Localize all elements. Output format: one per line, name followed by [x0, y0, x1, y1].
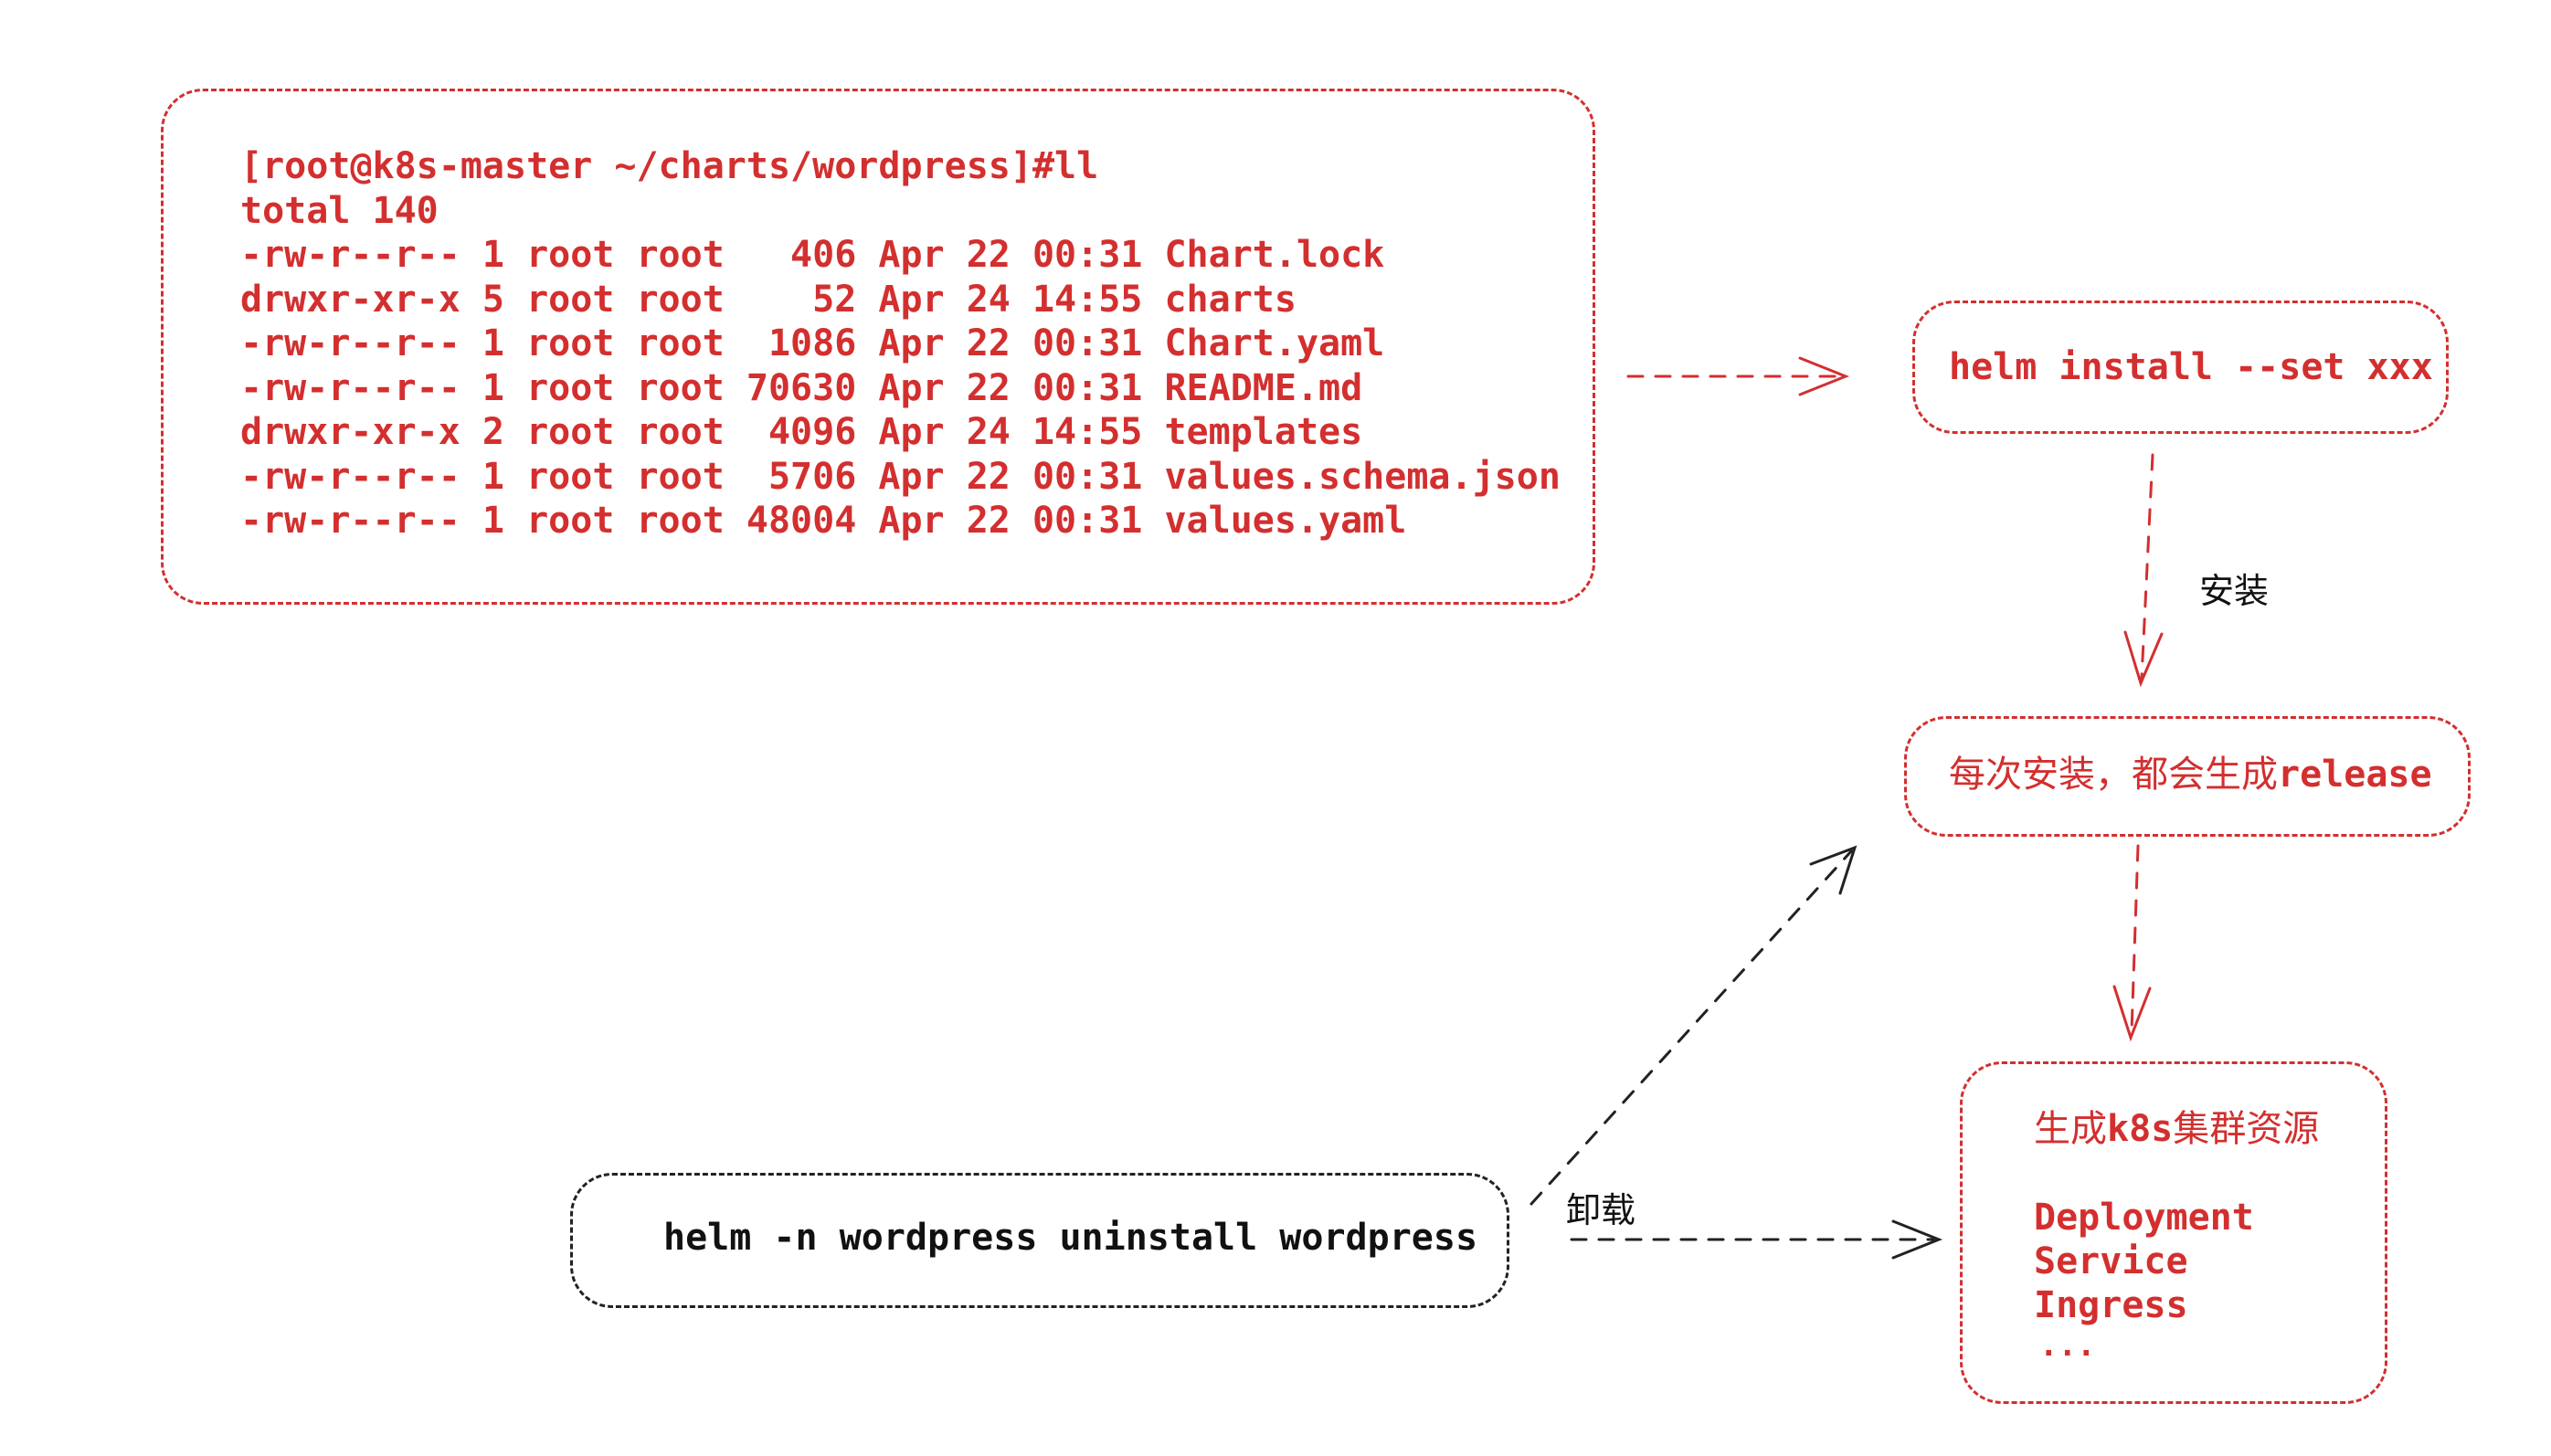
terminal-file-line: -rw-r--r-- 1 root root 406 Apr 22 00:31 … — [240, 234, 1385, 276]
resource-item-ellipsis: ... — [2039, 1327, 2096, 1364]
terminal-file-line: -rw-r--r-- 1 root root 5706 Apr 22 00:31… — [240, 455, 1561, 498]
release-box — [1904, 716, 2471, 837]
arrow-release-to-resources — [2112, 844, 2152, 1042]
terminal-file-line: drwxr-xr-x 2 root root 4096 Apr 24 14:55… — [240, 411, 1363, 453]
terminal-listing-box — [161, 89, 1595, 605]
uninstall-command: helm -n wordpress uninstall wordpress — [663, 1217, 1478, 1259]
resource-item-service: Service — [2034, 1240, 2188, 1282]
uninstall-label: 卸载 — [1566, 1190, 1636, 1230]
uninstall-command-box — [570, 1173, 1509, 1308]
k8s-resources-list: Deployment Service Ingress ... — [2034, 1196, 2254, 1364]
terminal-file-line: drwxr-xr-x 5 root root 52 Apr 24 14:55 c… — [240, 278, 1297, 321]
k8s-resources-title-prefix: 生成 — [2034, 1108, 2107, 1150]
terminal-file-line: -rw-r--r-- 1 root root 70630 Apr 22 00:3… — [240, 366, 1363, 409]
arrow-uninstall-to-resources — [1570, 1219, 1943, 1260]
terminal-listing: [root@k8s-master ~/charts/wordpress]#ll … — [240, 144, 1561, 543]
k8s-resources-box — [1960, 1061, 2387, 1404]
k8s-resources-title-mid: k8s — [2107, 1108, 2174, 1150]
k8s-resources-title: 生成k8s集群资源 — [2034, 1107, 2319, 1151]
resource-item-ingress: Ingress — [2034, 1284, 2188, 1326]
release-text-prefix: 每次安装，都会生成 — [1949, 754, 2278, 796]
terminal-prompt-line: [root@k8s-master ~/charts/wordpress]#ll — [240, 145, 1099, 187]
k8s-resources-title-suffix: 集群资源 — [2173, 1108, 2320, 1150]
release-text-suffix: release — [2278, 754, 2432, 796]
arrow-install-to-release — [2123, 453, 2164, 688]
install-label: 安装 — [2199, 571, 2270, 611]
install-command: helm install --set xxx — [1949, 346, 2433, 388]
terminal-file-line: -rw-r--r-- 1 root root 1086 Apr 22 00:31… — [240, 322, 1385, 364]
install-command-box — [1912, 301, 2449, 434]
resource-item-deployment: Deployment — [2034, 1197, 2254, 1239]
terminal-file-line: -rw-r--r-- 1 root root 48004 Apr 22 00:3… — [240, 500, 1407, 542]
terminal-total-line: total 140 — [240, 189, 439, 232]
arrow-terminal-to-install — [1626, 356, 1850, 396]
release-text: 每次安装，都会生成release — [1949, 753, 2432, 797]
arrow-uninstall-to-release — [1530, 845, 1858, 1206]
